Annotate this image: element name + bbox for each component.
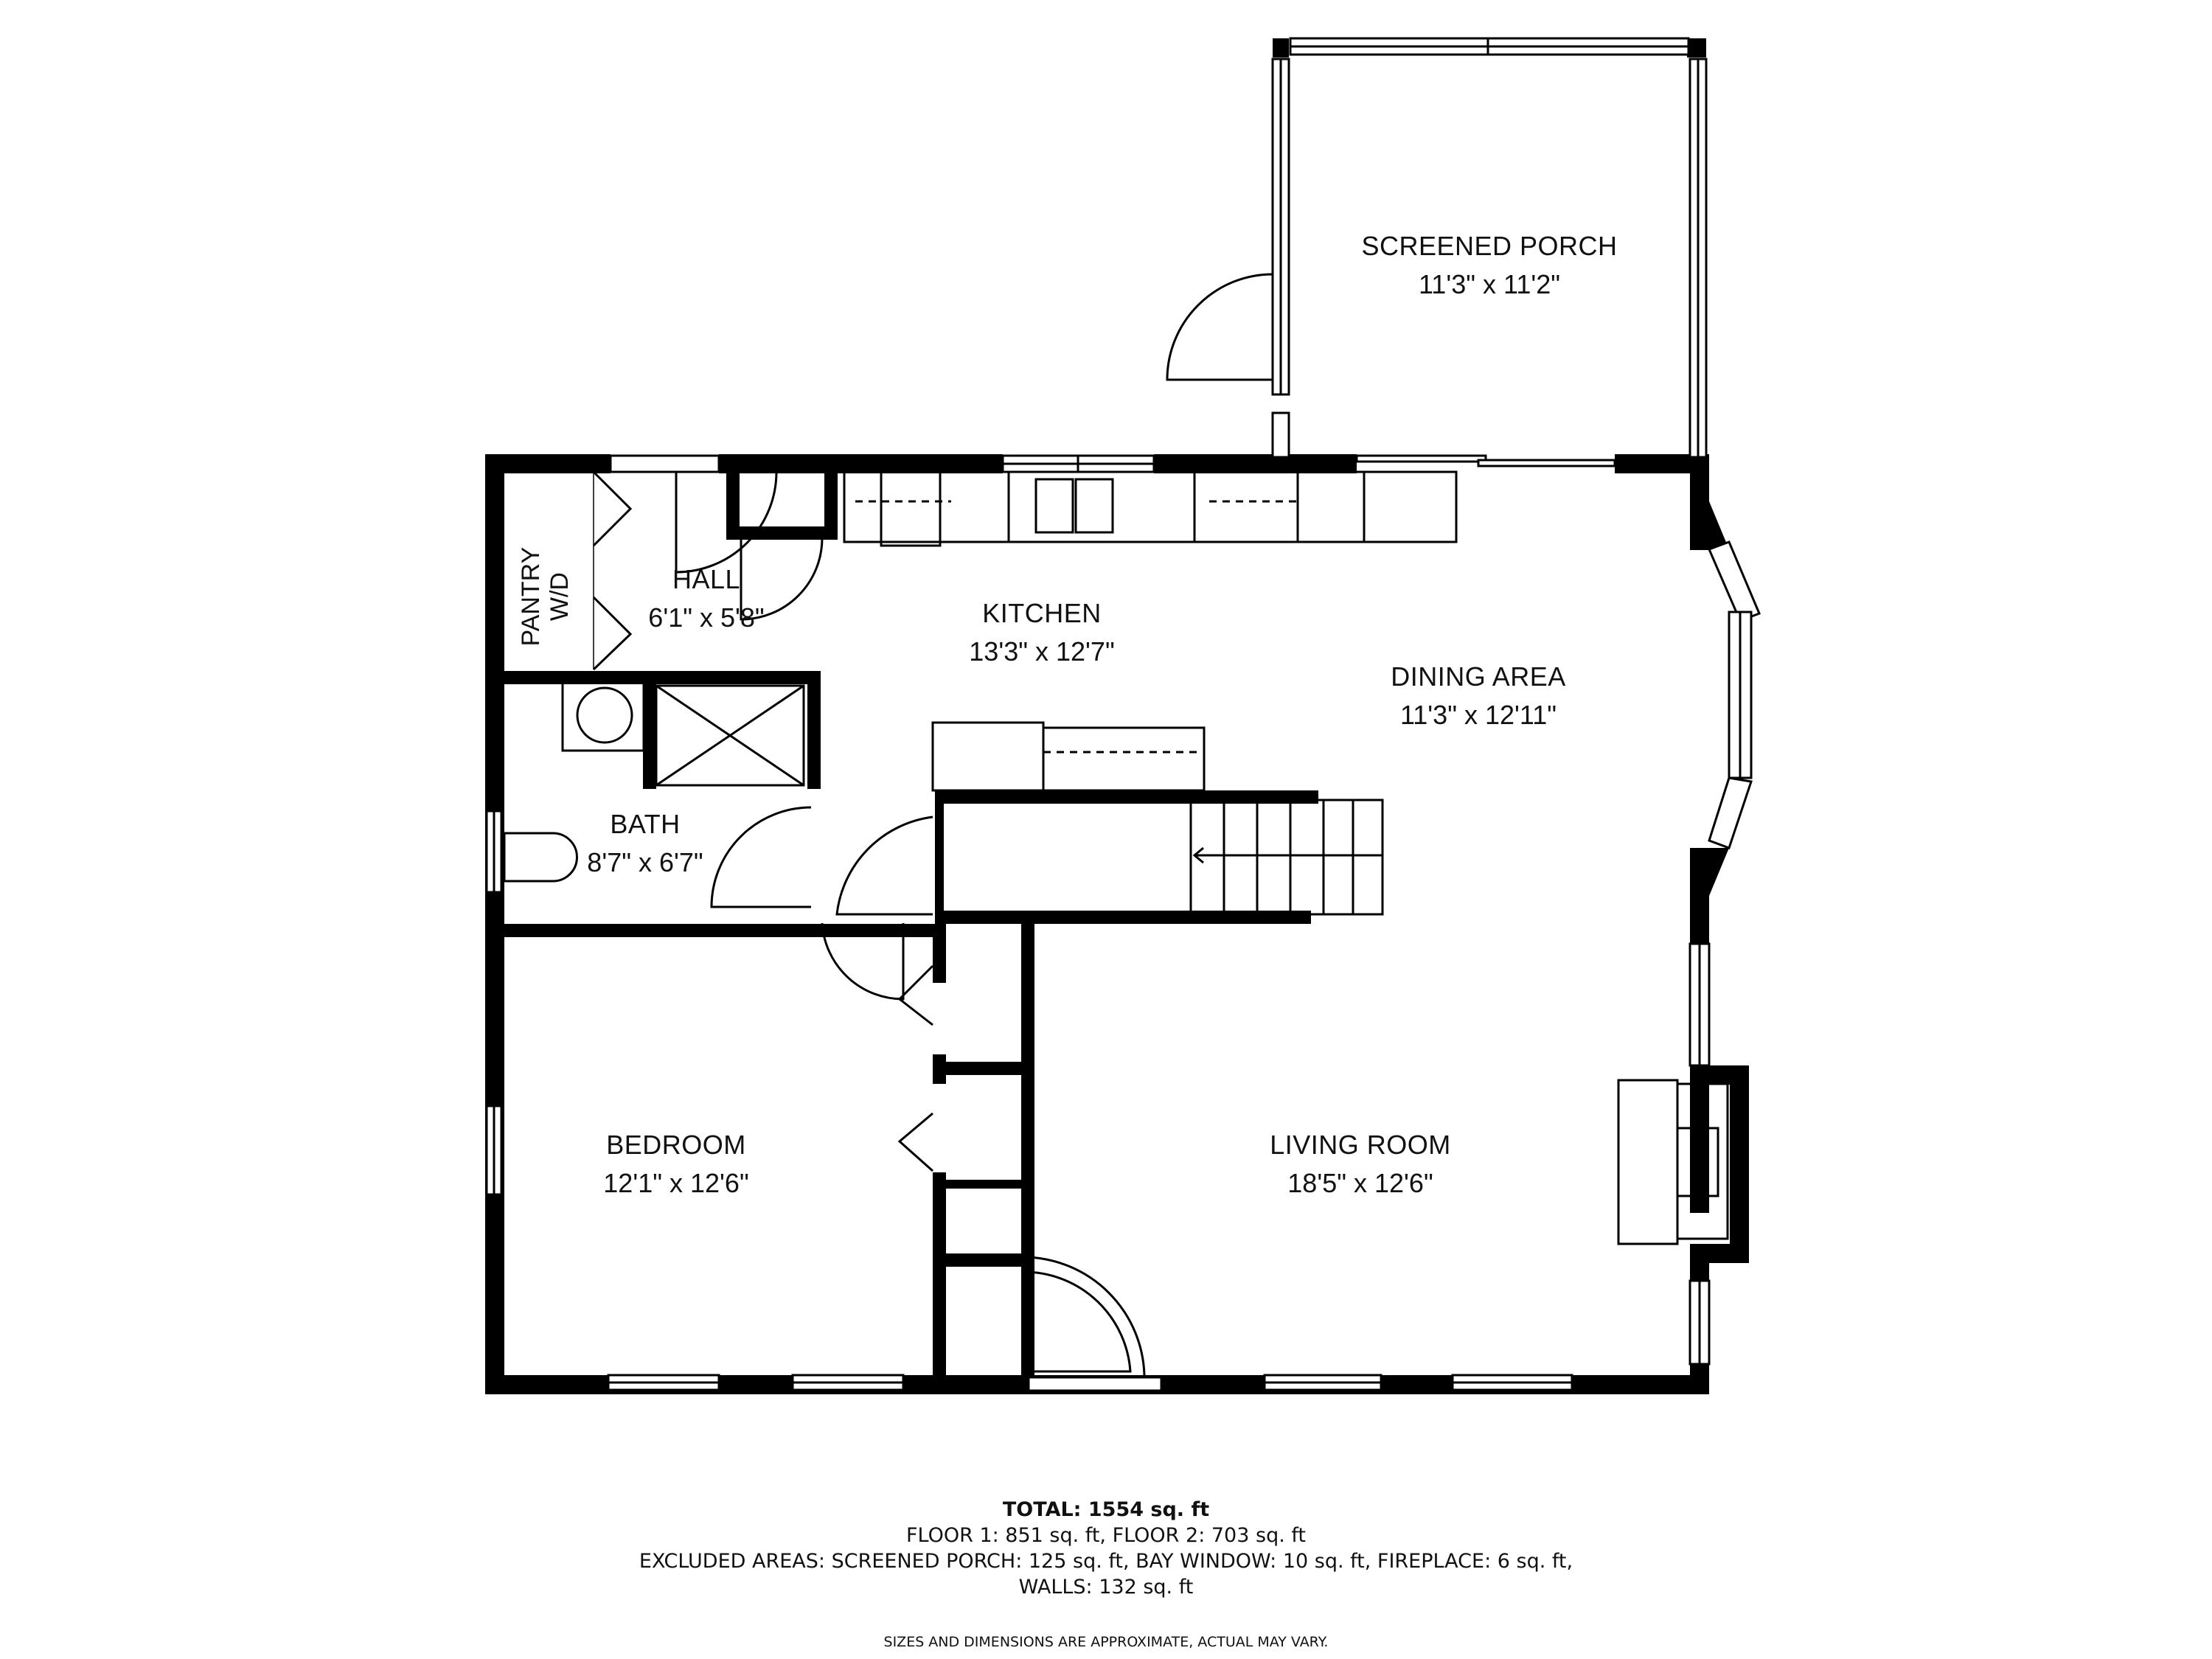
room-dims: 11'3" x 11'2" bbox=[1418, 269, 1561, 299]
pantry-sub: W/D bbox=[546, 572, 574, 622]
room-name: KITCHEN bbox=[982, 598, 1102, 628]
room-name: LIVING ROOM bbox=[1270, 1130, 1451, 1160]
room-name: SCREENED PORCH bbox=[1361, 231, 1618, 261]
room-label-bedroom: BEDROOM 12'1" x 12'6" bbox=[603, 1132, 748, 1197]
pantry-name: PANTRY bbox=[516, 546, 545, 647]
door-swings bbox=[592, 273, 1274, 1376]
area-summary: TOTAL: 1554 sq. ft FLOOR 1: 851 sq. ft, … bbox=[0, 1498, 2212, 1650]
room-name: HALL bbox=[672, 564, 741, 594]
room-dims: 13'3" x 12'7" bbox=[969, 636, 1115, 667]
floor-areas: FLOOR 1: 851 sq. ft, FLOOR 2: 703 sq. ft bbox=[905, 1524, 1306, 1547]
room-label-hall: HALL 6'1" x 5'8" bbox=[648, 566, 764, 631]
room-label-screened-porch: SCREENED PORCH 11'3" x 11'2" bbox=[1361, 233, 1617, 298]
room-dims: 8'7" x 6'7" bbox=[587, 847, 703, 877]
disclaimer: SIZES AND DIMENSIONS ARE APPROXIMATE, AC… bbox=[883, 1634, 1329, 1650]
room-label-kitchen: KITCHEN 13'3" x 12'7" bbox=[969, 600, 1114, 665]
room-dims: 12'1" x 12'6" bbox=[603, 1168, 749, 1198]
wall-area: WALLS: 132 sq. ft bbox=[1018, 1576, 1194, 1599]
room-name: DINING AREA bbox=[1391, 661, 1566, 692]
room-label-bath: BATH 8'7" x 6'7" bbox=[587, 811, 703, 876]
windows bbox=[485, 37, 1761, 1392]
room-dims: 11'3" x 12'11" bbox=[1399, 700, 1557, 730]
kitchen-fixtures bbox=[503, 470, 1729, 1245]
total-area: TOTAL: 1554 sq. ft bbox=[1002, 1498, 1210, 1521]
room-label-dining-area: DINING AREA 11'3" x 12'11" bbox=[1391, 664, 1566, 728]
room-dims: 18'5" x 12'6" bbox=[1287, 1168, 1433, 1198]
room-label-pantry: PANTRY W/D bbox=[517, 538, 574, 655]
room-dims: 6'1" x 5'8" bbox=[648, 602, 765, 633]
excluded-areas: EXCLUDED AREAS: SCREENED PORCH: 125 sq. … bbox=[639, 1550, 1573, 1573]
room-label-living-room: LIVING ROOM 18'5" x 12'6" bbox=[1270, 1132, 1451, 1197]
room-name: BEDROOM bbox=[606, 1130, 746, 1160]
interior-walls bbox=[495, 466, 1318, 1388]
room-name: BATH bbox=[610, 809, 681, 839]
